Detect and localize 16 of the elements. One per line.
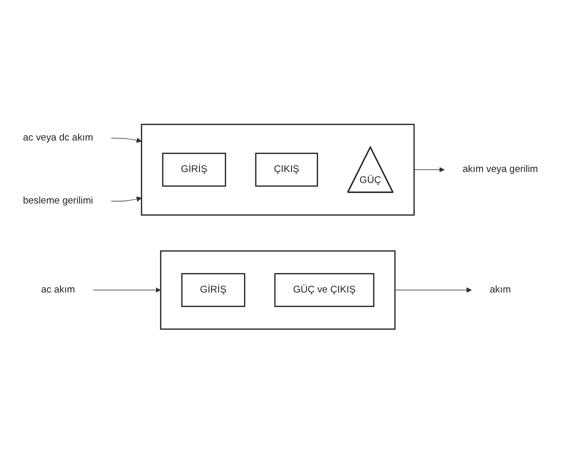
arrow: [394, 287, 472, 293]
node-box: GÜÇ ve ÇIKIŞ: [274, 273, 374, 308]
node-box: ÇIKIŞ: [255, 152, 318, 187]
node-text: ac akım: [41, 284, 76, 295]
node-text: akım veya gerilim: [462, 164, 538, 175]
arrow: [110, 196, 142, 202]
node-box: GİRİŞ: [162, 152, 226, 187]
node-text: akım: [490, 284, 511, 295]
arrow: [110, 138, 142, 143]
arrow: [92, 287, 161, 293]
node-box: GİRİŞ: [181, 273, 246, 308]
arrow: [414, 167, 445, 172]
node-text: ac veya dc akım: [23, 132, 94, 144]
cluster: [140, 124, 415, 216]
cluster: [160, 250, 396, 330]
node-text: besleme gerilimi: [23, 196, 94, 206]
